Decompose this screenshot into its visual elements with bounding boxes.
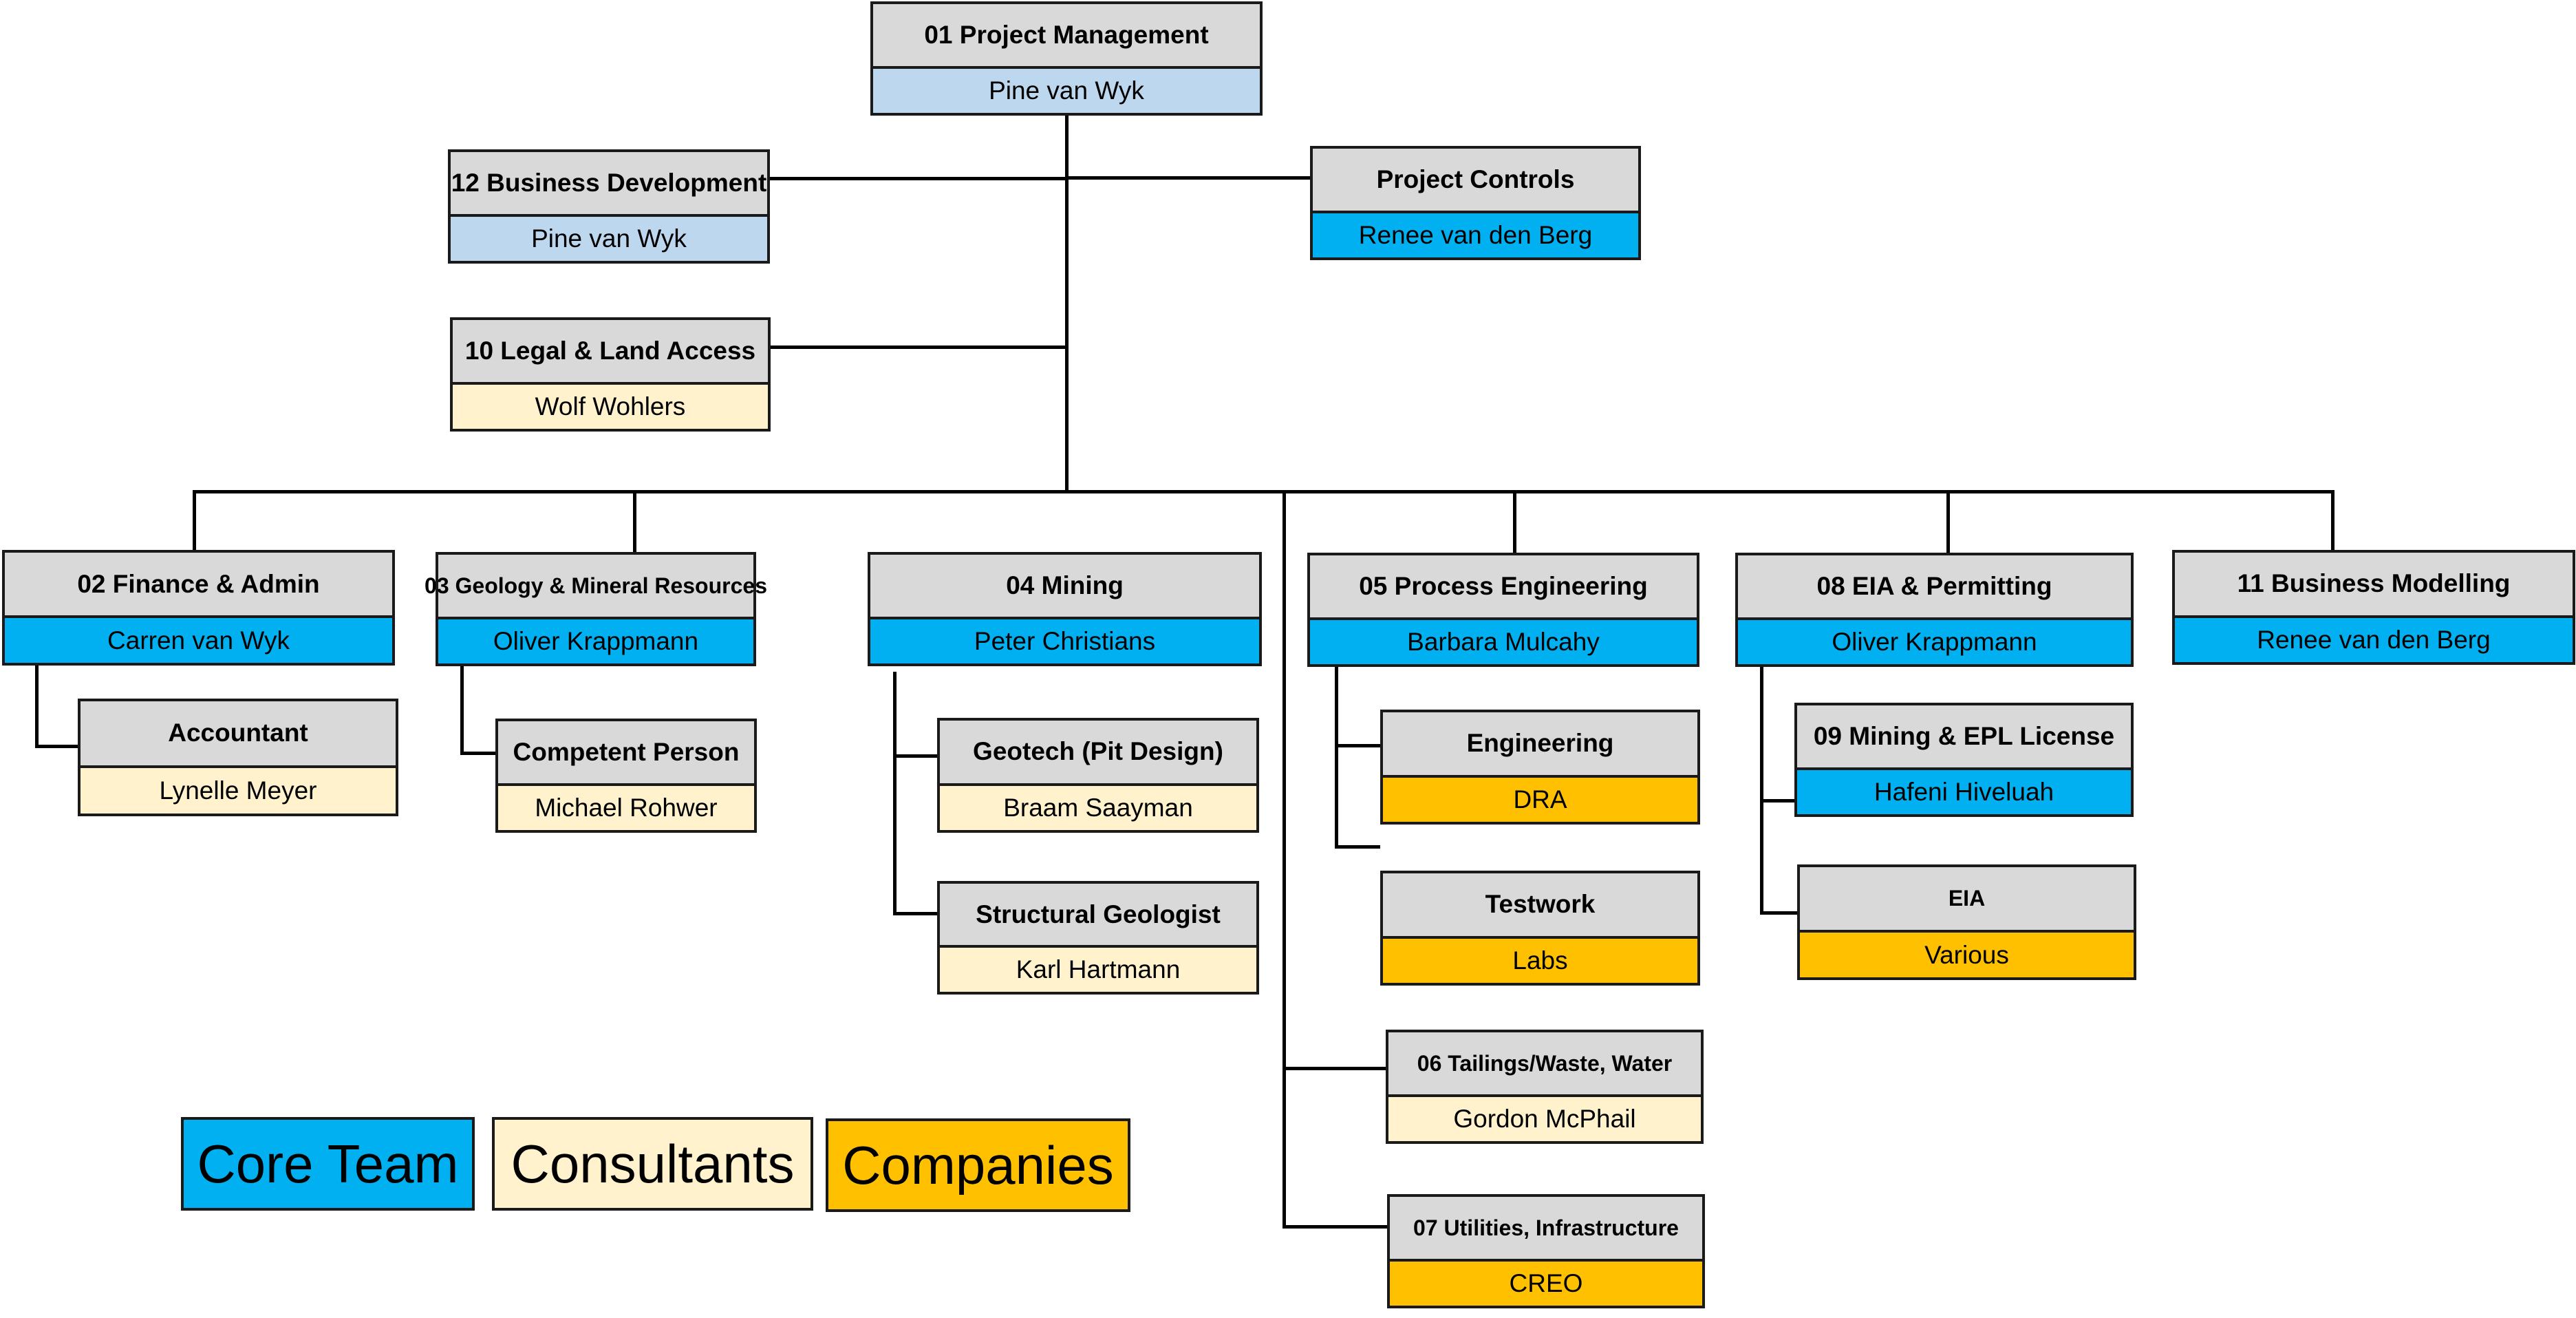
node-title: Competent Person	[498, 721, 754, 787]
node-title: Structural Geologist	[940, 884, 1256, 948]
connector-tailings	[1282, 1067, 1387, 1070]
node-person: Karl Hartmann	[940, 948, 1256, 992]
connector-eia-sub	[1760, 666, 1763, 914]
connector-drop-business-modelling	[2331, 490, 2334, 551]
node-title: Project Controls	[1313, 149, 1638, 214]
connector-process-sub	[1335, 666, 1338, 849]
node-project-controls[interactable]: Project Controls Renee van den Berg	[1310, 146, 1641, 260]
node-title: EIA	[1800, 867, 2134, 933]
connector-engineering-h	[1335, 744, 1380, 747]
connector-project-controls	[1066, 176, 1310, 180]
node-title: 04 Mining	[870, 555, 1259, 620]
node-geotech[interactable]: Geotech (Pit Design) Braam Saayman	[937, 718, 1259, 833]
node-title: 08 EIA & Permitting	[1738, 555, 2131, 621]
node-person: Michael Rohwer	[498, 786, 754, 830]
node-testwork[interactable]: Testwork Labs	[1380, 871, 1700, 986]
node-person: Barbara Mulcahy	[1310, 620, 1697, 664]
node-geology[interactable]: 03 Geology & Mineral Resources Oliver Kr…	[425, 552, 767, 666]
node-title: 11 Business Modelling	[2175, 553, 2573, 618]
node-person: Peter Christians	[870, 619, 1259, 663]
connector-structural-h	[893, 912, 937, 915]
legend-companies: Companies	[826, 1118, 1130, 1212]
node-engineering[interactable]: Engineering DRA	[1380, 710, 1700, 825]
connector-geology-sub	[460, 666, 464, 754]
node-title: 06 Tailings/Waste, Water	[1388, 1032, 1701, 1098]
node-person: Oliver Krappmann	[438, 619, 753, 663]
connector-testwork-h	[1335, 845, 1380, 849]
node-process-engineering[interactable]: 05 Process Engineering Barbara Mulcahy	[1307, 553, 1699, 667]
node-structural-geologist[interactable]: Structural Geologist Karl Hartmann	[937, 881, 1259, 995]
node-finance-admin[interactable]: 02 Finance & Admin Carren van Wyk	[2, 550, 395, 666]
connector-license-h	[1760, 799, 1796, 803]
node-project-management[interactable]: 01 Project Management Pine van Wyk	[870, 1, 1263, 116]
connector-drop-process	[1513, 490, 1516, 554]
connector-legal	[770, 346, 1066, 349]
connector-main-trunk	[1065, 116, 1069, 493]
node-business-modelling[interactable]: 11 Business Modelling Renee van den Berg	[2172, 550, 2575, 665]
node-title: Accountant	[80, 701, 396, 768]
legend-consultants: Consultants	[492, 1117, 813, 1211]
node-business-development[interactable]: 12 Business Development Pine van Wyk	[448, 149, 770, 264]
node-mining[interactable]: 04 Mining Peter Christians	[868, 552, 1262, 666]
connector-mining-sub	[893, 672, 897, 914]
node-person: Wolf Wohlers	[453, 385, 768, 429]
node-person: Renee van den Berg	[1313, 213, 1638, 257]
node-person: Lynelle Meyer	[80, 767, 396, 814]
legend-label: Core Team	[197, 1133, 459, 1194]
node-title: 01 Project Management	[873, 4, 1260, 70]
connector-finance-sub	[35, 665, 39, 747]
node-person: Renee van den Berg	[2175, 617, 2573, 662]
node-competent-person[interactable]: Competent Person Michael Rohwer	[495, 719, 757, 833]
node-title: 12 Business Development	[451, 152, 767, 217]
node-person: Various	[1800, 933, 2134, 977]
node-title: 05 Process Engineering	[1310, 555, 1697, 621]
legend-label: Companies	[842, 1134, 1114, 1195]
connector-accountant	[35, 745, 79, 748]
node-tailings-water[interactable]: 06 Tailings/Waste, Water Gordon McPhail	[1386, 1030, 1704, 1144]
node-person: Braam Saayman	[940, 785, 1256, 830]
connector-drop-finance	[193, 490, 196, 551]
node-person: Labs	[1383, 938, 1697, 983]
node-accountant[interactable]: Accountant Lynelle Meyer	[78, 699, 398, 816]
node-title: 07 Utilities, Infrastructure	[1390, 1197, 1702, 1262]
connector-tailings-utilities-trunk	[1282, 490, 1286, 1228]
node-title: 10 Legal & Land Access	[453, 320, 768, 385]
node-person: Gordon McPhail	[1388, 1097, 1701, 1141]
node-eia-permitting[interactable]: 08 EIA & Permitting Oliver Krappmann	[1735, 553, 2134, 667]
connector-geotech-h	[893, 754, 937, 758]
connector-competent-person	[460, 752, 497, 755]
legend-core-team: Core Team	[181, 1117, 475, 1211]
node-person: Pine van Wyk	[451, 217, 767, 261]
node-person: Hafeni Hiveluah	[1797, 770, 2131, 814]
node-eia[interactable]: EIA Various	[1797, 864, 2136, 980]
node-title: Engineering	[1383, 712, 1697, 778]
connector-drop-eia	[1946, 490, 1950, 554]
node-title: 02 Finance & Admin	[5, 553, 392, 619]
node-title: Geotech (Pit Design)	[940, 721, 1256, 786]
node-person: Carren van Wyk	[5, 618, 392, 663]
connector-eia2-h	[1760, 911, 1799, 915]
node-person: Oliver Krappmann	[1738, 620, 2131, 664]
connector-bus	[193, 490, 2334, 493]
node-title: Testwork	[1383, 873, 1697, 939]
connector-business-dev	[769, 177, 1066, 180]
node-legal-land-access[interactable]: 10 Legal & Land Access Wolf Wohlers	[450, 317, 771, 432]
connector-utilities	[1282, 1225, 1387, 1229]
node-utilities-infrastructure[interactable]: 07 Utilities, Infrastructure CREO	[1387, 1194, 1705, 1308]
connector-drop-geology	[633, 490, 636, 553]
node-person: CREO	[1390, 1262, 1702, 1306]
node-person: DRA	[1383, 777, 1697, 822]
node-person: Pine van Wyk	[873, 69, 1260, 113]
node-title: 03 Geology & Mineral Resources	[425, 555, 767, 620]
node-title: 09 Mining & EPL License	[1797, 705, 2131, 771]
node-mining-epl-license[interactable]: 09 Mining & EPL License Hafeni Hiveluah	[1794, 703, 2134, 817]
legend-label: Consultants	[511, 1133, 795, 1194]
